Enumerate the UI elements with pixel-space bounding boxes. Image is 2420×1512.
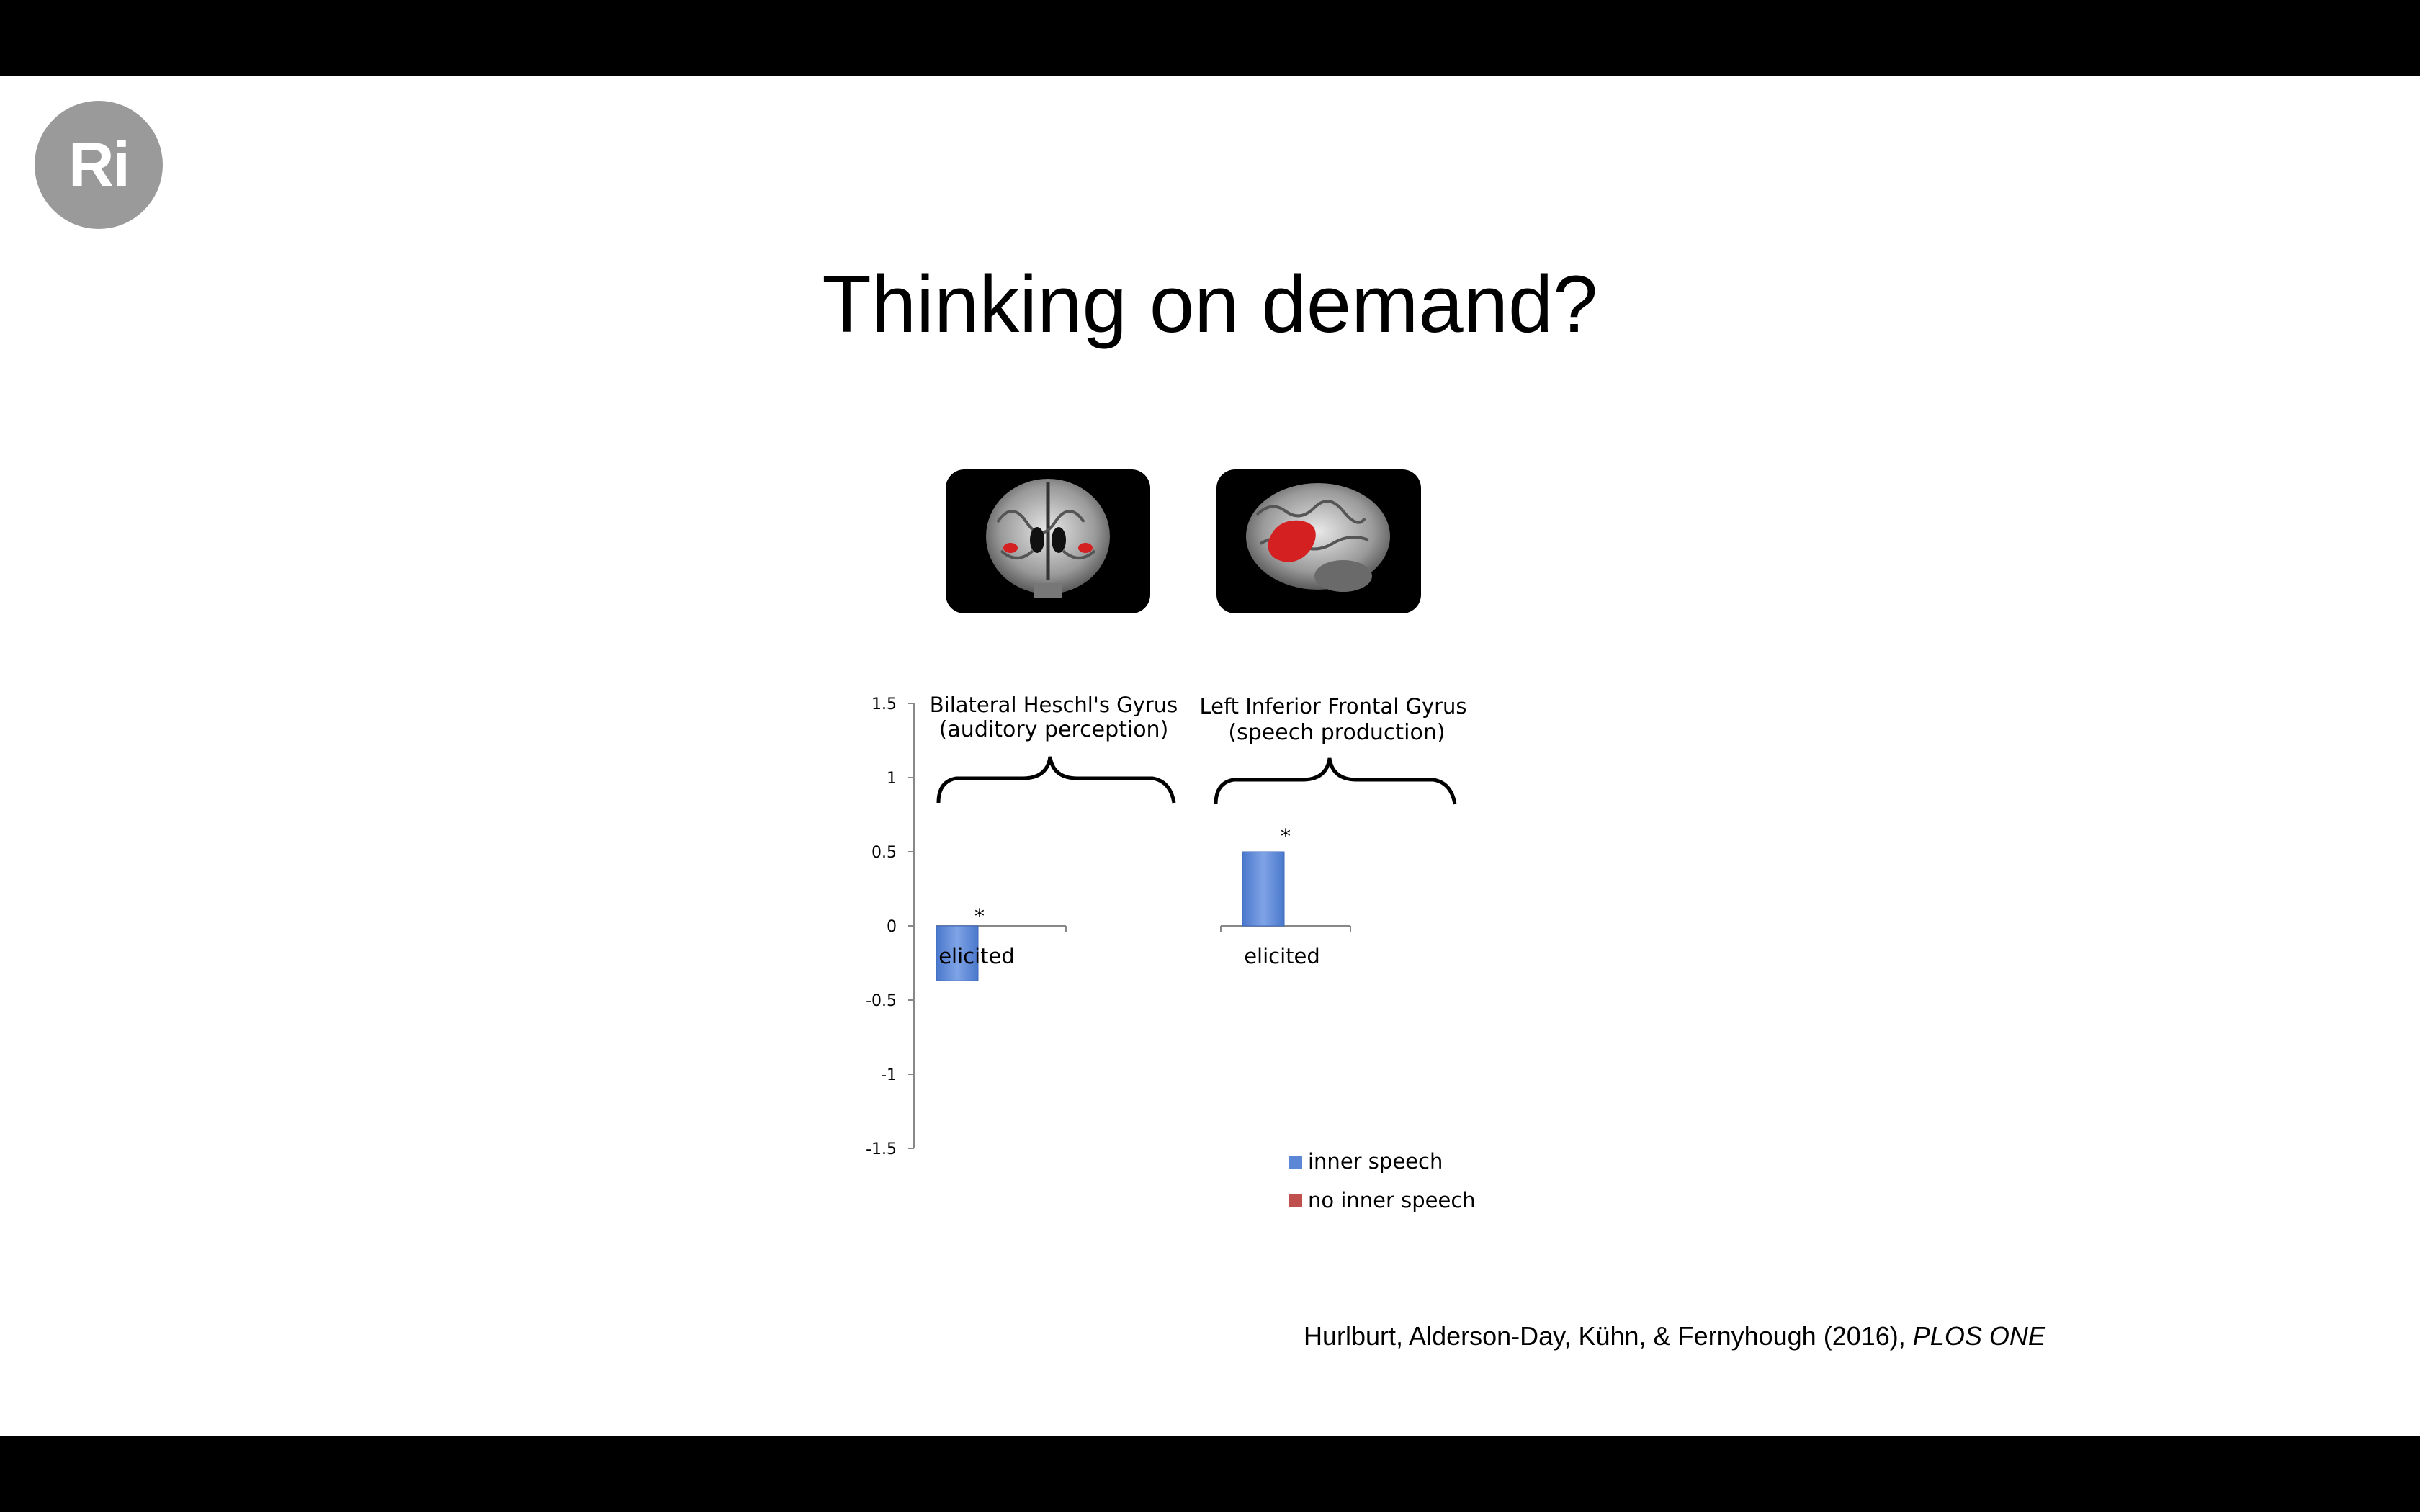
citation: Hurlburt, Alderson-Day, Kühn, & Fernyhou… <box>1304 1321 2045 1351</box>
brace-right <box>1214 757 1457 805</box>
ri-logo: Ri <box>35 101 163 229</box>
panel2-label-line1: Left Inferior Frontal Gyrus <box>1199 694 1466 719</box>
legend-swatch <box>1289 1194 1302 1207</box>
y-tick-label: 1 <box>887 770 897 788</box>
x-category-label: elicited <box>938 944 1015 968</box>
y-tick-label: 1.5 <box>871 696 897 714</box>
legend-label: inner speech <box>1308 1149 1443 1174</box>
y-tick-label: 0 <box>887 918 897 936</box>
significance-marker: * <box>1281 824 1291 848</box>
significance-marker: * <box>974 904 985 928</box>
bar-inner-speech <box>1242 851 1285 927</box>
bar-inner-speech <box>936 925 979 981</box>
figure: Bilateral Heschl's Gyrus (auditory perce… <box>866 469 1476 1212</box>
slide: Ri Thinking on demand? <box>0 76 2420 1436</box>
panel1-label-line1: Bilateral Heschl's Gyrus <box>930 693 1178 717</box>
bar-chart: 1.5 1 0.5 0 -0.5 -1 -1.5 * elicited * elicited inne… <box>866 696 1476 1212</box>
x-category-label: elicited <box>1244 944 1320 968</box>
y-tick-label: -0.5 <box>866 992 897 1010</box>
y-tick-label: -1 <box>881 1066 897 1084</box>
coronal-brain-scan-icon <box>946 469 1150 613</box>
legend-label: no inner speech <box>1308 1188 1476 1212</box>
citation-journal: PLOS ONE <box>1912 1321 2045 1351</box>
slide-title: Thinking on demand? <box>822 259 1598 349</box>
panel1-label-line2: (auditory perception) <box>939 717 1169 742</box>
y-tick-label: 0.5 <box>871 844 897 862</box>
y-tick-label: -1.5 <box>866 1140 897 1158</box>
panel2-label-line2: (speech production) <box>1228 720 1445 745</box>
sagittal-brain-scan-icon <box>1216 469 1421 613</box>
brace-left <box>936 756 1176 804</box>
legend-swatch <box>1289 1156 1302 1169</box>
citation-authors: Hurlburt, Alderson-Day, Kühn, & Fernyhou… <box>1304 1321 1913 1351</box>
